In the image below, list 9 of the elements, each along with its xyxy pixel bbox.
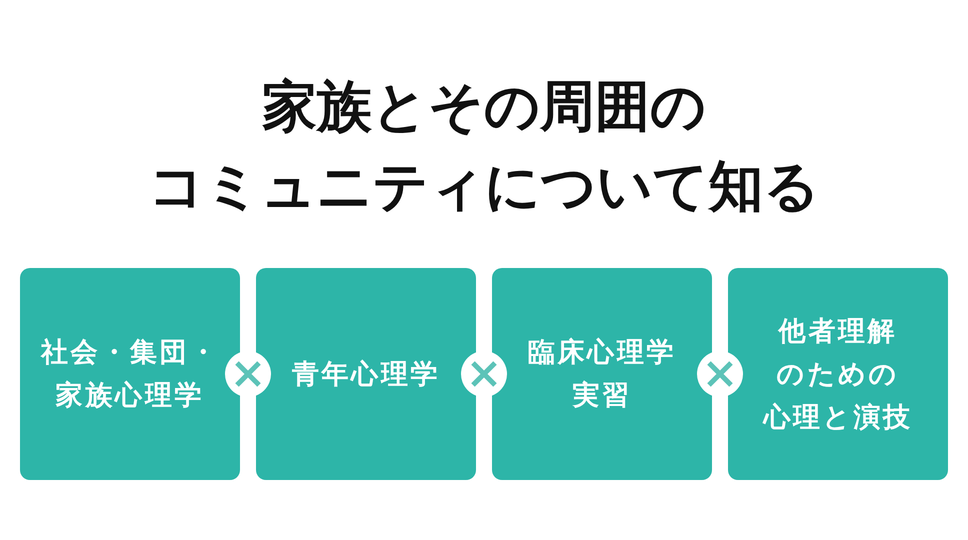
- card-label: 臨床心理学実習: [528, 336, 676, 412]
- card-label: 社会・集団・家族心理学: [40, 336, 220, 412]
- card-label: 他者理解のための心理と演技: [763, 314, 913, 434]
- topic-card: [20, 268, 240, 480]
- topic-card: [728, 268, 948, 480]
- topic-card: [492, 268, 712, 480]
- card-label: 青年心理学: [292, 358, 440, 390]
- topic-card: [256, 268, 476, 480]
- title: 家族とその周囲のコミュニティについて知る: [148, 74, 820, 219]
